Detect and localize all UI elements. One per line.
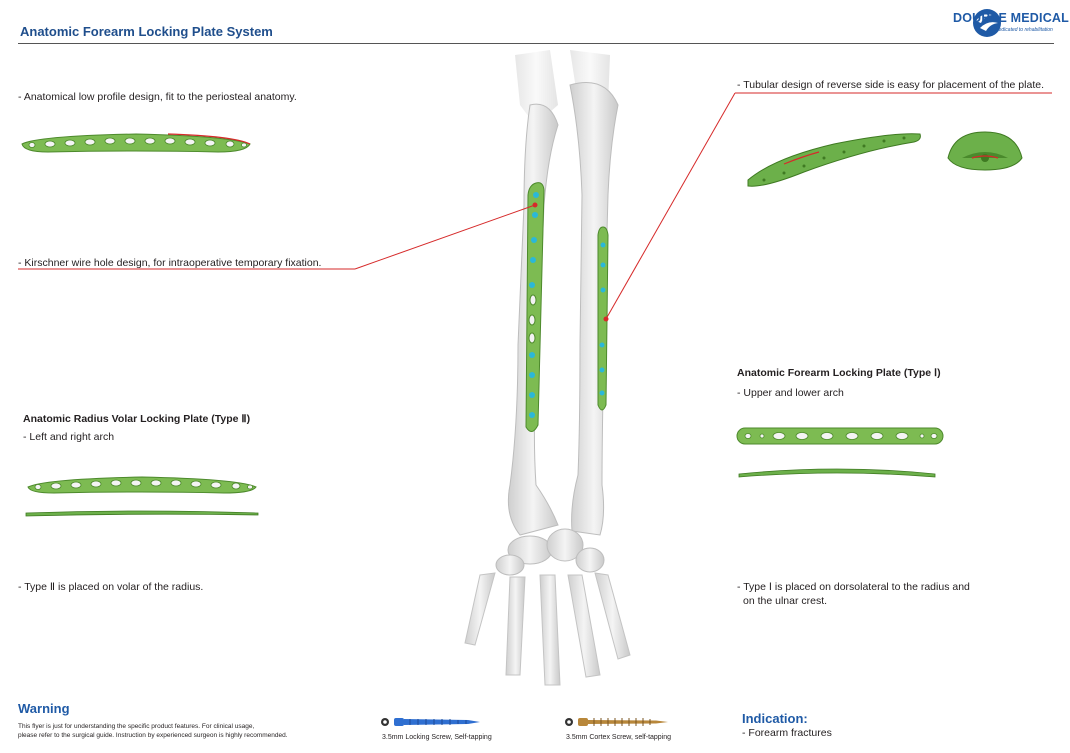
feature-tubular-design: - Tubular design of reverse side is easy… [737,79,1044,91]
warning-title: Warning [18,701,70,716]
double-medical-logo-icon [973,9,1001,37]
forearm-bones-illustration [464,50,631,686]
cortex-screw-image [565,718,668,726]
feature-low-profile: - Anatomical low profile design, fit to … [18,91,297,103]
indication-item: - Forearm fractures [742,727,832,739]
type2-arch: - Left and right arch [23,431,115,443]
type2-plate-side-view-image [25,510,259,517]
warning-line-2: please refer to the surgical guide. Inst… [18,732,288,739]
type2-heading: Anatomic Radius Volar Locking Plate (Typ… [23,413,250,425]
type1-heading: Anatomic Forearm Locking Plate (Type Ⅰ) [737,367,941,379]
type1-arch: - Upper and lower arch [737,387,844,399]
type1-name: Anatomic Forearm Locking Plate [737,367,901,379]
low-profile-plate-image [21,133,251,153]
logo-text: DOUBLE MEDICAL [953,11,1069,25]
type1-plate-top-view-image [736,427,944,445]
type2-type-label: (Type Ⅱ) [211,413,251,425]
type2-placement: - Type Ⅱ is placed on volar of the radiu… [18,581,204,593]
warning-body: This flyer is just for understanding the… [18,722,288,740]
locking-screw-label: 3.5mm Locking Screw, Self-tapping [382,734,492,741]
feature-kirschner-wire: - Kirschner wire hole design, for intrao… [18,257,322,269]
type1-placement-line2: on the ulnar crest. [743,595,828,607]
logo-tagline: Dedicated to rehabilitation [995,27,1053,33]
tubular-plate-image [747,133,921,187]
type1-plate-side-view-image [738,468,936,478]
title-divider [18,43,1054,44]
type1-type-label: (Type Ⅰ) [903,367,941,379]
type1-placement-line1: - Type Ⅰ is placed on dorsolateral to th… [737,581,970,593]
locking-screw-image [381,718,480,726]
warning-line-1: This flyer is just for understanding the… [18,723,255,730]
indication-title: Indication: [742,711,808,726]
cortex-screw-label: 3.5mm Cortex Screw, self-tapping [566,734,672,741]
page-title: Anatomic Forearm Locking Plate System [20,24,273,39]
type2-plate-top-view-image [27,476,257,494]
type2-name: Anatomic Radius Volar Locking Plate [23,413,209,425]
tubular-cross-section-image [947,131,1023,171]
